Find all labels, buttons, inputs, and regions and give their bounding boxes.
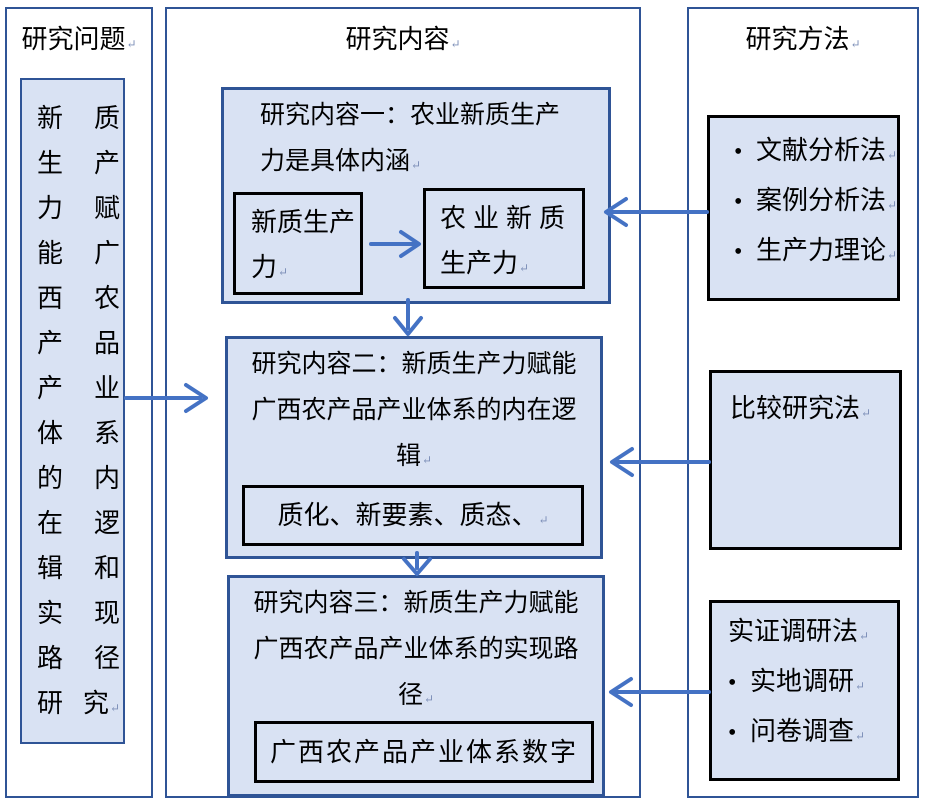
method-title: 实证调研法↵ [728, 617, 870, 646]
vertical-text-row: 的内 [37, 464, 120, 493]
method-box-analysis: •文献分析法↵ •案例分析法↵ •生产力理论↵ [707, 115, 900, 301]
paragraph-mark: ↵ [887, 248, 898, 262]
panel-research-content: 研究内容↵ 研究内容一：农业新质生产 力是具体内涵↵ 新质生产 力↵ 农业新质 … [165, 7, 641, 798]
bullet-icon: • [728, 720, 737, 746]
sub-anqp-line2: 生产力↵ [440, 249, 530, 278]
content-2-title-line2: 广西农产品产业体系的内在逻 [251, 397, 577, 424]
content-box-1: 研究内容一：农业新质生产 力是具体内涵↵ 新质生产 力↵ 农业新质 生产力↵ [221, 87, 611, 304]
vertical-text-row: 产业 [37, 374, 120, 403]
content-box-3: 研究内容三：新质生产力赋能 广西农产品产业体系的实现路 径↵ 广西农产品产业体系… [227, 575, 605, 797]
panel-content-title: 研究内容↵ [167, 25, 639, 59]
content-box-2: 研究内容二：新质生产力赋能 广西农产品产业体系的内在逻 辑↵ 质化、新要素、质态… [225, 336, 603, 559]
bullet-icon: • [728, 670, 737, 696]
sub-box-digital-industry-system: 广西农产品产业体系数字 [254, 721, 594, 783]
vertical-text-row: 体系 [37, 419, 120, 448]
paragraph-mark: ↵ [538, 513, 549, 527]
method-bullet-item: •案例分析法↵ [734, 178, 897, 228]
content-1-title-line2: 力是具体内涵↵ [260, 148, 422, 175]
method-bullet-item: •生产力理论↵ [734, 228, 897, 278]
paragraph-mark: ↵ [887, 198, 898, 212]
sub-nqp-line2: 力↵ [251, 253, 289, 282]
content-3-title-line1: 研究内容三：新质生产力赋能 [253, 590, 579, 617]
method-bullet-item: •实地调研↵ [728, 659, 897, 709]
paragraph-mark: ↵ [519, 261, 530, 275]
paragraph-mark: ↵ [423, 692, 435, 706]
method-bullet-item: •文献分析法↵ [734, 128, 897, 178]
vertical-text-row: 实现 [37, 599, 120, 628]
paragraph-mark: ↵ [278, 265, 289, 279]
paragraph-mark: ↵ [855, 729, 866, 743]
panel-problem-title-text: 研究问题 [21, 25, 126, 54]
paragraph-mark: ↵ [855, 679, 866, 693]
sub-box-new-quality-productivity: 新质生产 力↵ [233, 192, 363, 295]
vertical-text-row: 生产 [37, 149, 120, 178]
method-bullet-item: •问卷调查↵ [728, 709, 897, 759]
vertical-text-row: 西农 [37, 284, 120, 313]
panel-research-problem: 研究问题↵ 新质 生产 力赋 能广 西农 产品 产业 体系 的内 在逻 辑和 实… [5, 7, 153, 798]
paragraph-mark: ↵ [450, 37, 461, 51]
paragraph-mark: ↵ [126, 37, 137, 51]
vertical-text-row: 路径 [37, 644, 120, 673]
content-2-title: 研究内容二：新质生产力赋能 广西农产品产业体系的内在逻 辑↵ [228, 339, 600, 483]
vertical-text-row: 辑和 [37, 554, 120, 583]
method-title: 比较研究法↵ [730, 394, 872, 423]
paragraph-mark: ↵ [421, 453, 433, 467]
content-3-title-line3: 径↵ [397, 682, 435, 709]
bullet-icon: • [734, 239, 743, 265]
panel-methods-title-text: 研究方法 [745, 25, 850, 54]
content-2-title-line3: 辑↵ [395, 443, 433, 470]
paragraph-mark: ↵ [411, 158, 422, 172]
content-1-title: 研究内容一：农业新质生产 力是具体内涵↵ [224, 90, 608, 188]
paragraph-mark: ↵ [109, 701, 120, 715]
paragraph-mark: ↵ [861, 406, 872, 420]
bullet-icon: • [734, 189, 743, 215]
sub-nqp-line1: 新质生产 [251, 208, 356, 237]
content-3-title: 研究内容三：新质生产力赋能 广西农产品产业体系的实现路 径↵ [230, 578, 602, 722]
panel-content-title-text: 研究内容 [345, 25, 450, 54]
problem-statement-box: 新质 生产 力赋 能广 西农 产品 产业 体系 的内 在逻 辑和 实现 路径 研… [20, 78, 125, 744]
content-2-title-line1: 研究内容二：新质生产力赋能 [251, 351, 577, 378]
bullet-icon: • [734, 139, 743, 165]
vertical-text-row: 力赋 [37, 194, 120, 223]
panel-methods-title: 研究方法↵ [689, 25, 917, 59]
panel-research-methods: 研究方法↵ •文献分析法↵ •案例分析法↵ •生产力理论↵ 比较研究法↵ 实证调… [687, 7, 919, 798]
paragraph-mark: ↵ [850, 37, 861, 51]
sub-anqp-line1: 农业新质 [440, 204, 573, 233]
paragraph-mark: ↵ [859, 629, 870, 643]
vertical-text-row: 在逻 [37, 509, 120, 538]
vertical-text-row: 新质 [37, 104, 120, 133]
content-3-title-line2: 广西农产品产业体系的实现路 [253, 636, 579, 663]
vertical-text-row: 产品 [37, 329, 120, 358]
vertical-text-row: 能广 [37, 239, 120, 268]
panel-problem-title: 研究问题↵ [7, 25, 151, 59]
content-1-title-line1: 研究内容一：农业新质生产 [260, 102, 561, 129]
vertical-text-row: 研究↵ [37, 689, 120, 718]
paragraph-mark: ↵ [887, 148, 898, 162]
sub-box-logic-elements: 质化、新要素、质态、↵ [242, 485, 584, 546]
method-box-comparative: 比较研究法↵ [709, 370, 902, 550]
method-box-empirical: 实证调研法↵ •实地调研↵ •问卷调查↵ [709, 600, 900, 781]
sub-box-agricultural-new-quality-productivity: 农业新质 生产力↵ [423, 188, 585, 289]
